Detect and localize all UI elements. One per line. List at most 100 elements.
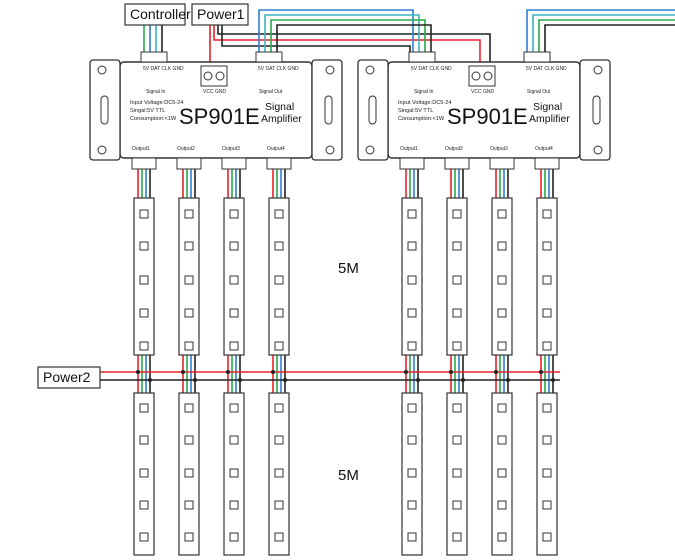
led-chip (542, 435, 552, 445)
spec-signal: Singal:5V TTL (130, 108, 165, 114)
signal-out-connector (523, 51, 551, 63)
signal-in-connector (408, 51, 436, 63)
signal-out-wire (526, 9, 675, 52)
led-chip (497, 468, 507, 478)
junction-dot (449, 370, 453, 374)
led-chip (184, 275, 194, 285)
led-chip (274, 532, 284, 542)
led-chip (542, 500, 552, 510)
led-chip (407, 308, 417, 318)
amplifier-2: VCC GND 5V DAT CLK GND Signal In 5V DAT … (357, 51, 611, 170)
led-chip (542, 403, 552, 413)
led-chip (184, 468, 194, 478)
led-strips (133, 197, 558, 556)
led-strip-segment (536, 392, 558, 556)
led-chip (497, 209, 507, 219)
led-chip (497, 275, 507, 285)
led-chip (139, 435, 149, 445)
amplifier-title-1: Signal (265, 101, 294, 113)
led-chip (139, 403, 149, 413)
mount-slot (592, 95, 601, 125)
led-chip (497, 308, 507, 318)
led-chip (139, 241, 149, 251)
led-chip (452, 308, 462, 318)
model-name: SP901E (447, 104, 528, 129)
led-chip (407, 468, 417, 478)
led-chip (139, 341, 149, 351)
power1-black-wire (221, 25, 411, 52)
led-chip (139, 500, 149, 510)
led-chip (497, 435, 507, 445)
junction-dot (148, 378, 152, 382)
junction-dot (416, 378, 420, 382)
led-strip-segment (446, 392, 468, 556)
mount-ear-right (579, 59, 611, 161)
junction-dot (271, 370, 275, 374)
led-chip (274, 241, 284, 251)
output2-label: Output2 (177, 146, 195, 152)
led-chip (229, 341, 239, 351)
power1-red-wire (213, 25, 481, 66)
led-chip (542, 241, 552, 251)
terminal-screw (203, 71, 213, 81)
mount-slot (324, 95, 333, 125)
led-strip-segment (223, 392, 245, 556)
junction-dot (193, 378, 197, 382)
output1-label: Output1 (132, 146, 150, 152)
junction-dot (539, 370, 543, 374)
output-connectors (399, 157, 560, 170)
mount-hole (97, 65, 107, 75)
led-chip (407, 532, 417, 542)
junction-dot (136, 370, 140, 374)
amplifier-title-2: Amplifier (261, 113, 302, 125)
led-chip (274, 468, 284, 478)
junction-dot (551, 378, 555, 382)
led-chip (274, 500, 284, 510)
led-chip (274, 341, 284, 351)
signal-in-label: Signal In (414, 89, 434, 95)
led-chip (274, 435, 284, 445)
led-chip (184, 241, 194, 251)
mount-slot (100, 95, 109, 125)
mount-slot (368, 95, 377, 125)
led-chip (542, 275, 552, 285)
power-terminal (200, 65, 228, 87)
strip-length-bottom: 5M (338, 467, 359, 484)
signal-out-pins: 5V DAT CLK GND (526, 66, 567, 72)
signal-out-pins: 5V DAT CLK GND (258, 66, 299, 72)
junction-dot (506, 378, 510, 382)
led-chip (452, 500, 462, 510)
strip-length-top: 5M (338, 260, 359, 277)
spec-voltage: Input Voltage:DC5-24 (130, 100, 184, 106)
led-chip (274, 275, 284, 285)
junction-dot (461, 378, 465, 382)
led-strip-segment (268, 392, 290, 556)
signal-in-pins: 5V DAT CLK GND (143, 66, 184, 72)
led-chip (542, 341, 552, 351)
spec-signal: Singal:5V TTL (398, 108, 433, 114)
led-chip (542, 532, 552, 542)
power-terminal-label: VCC GND (203, 89, 226, 95)
mount-ear-left (89, 59, 121, 161)
power-terminal-label: VCC GND (471, 89, 494, 95)
led-chip (139, 209, 149, 219)
led-strip-segment (133, 392, 155, 556)
led-chip (229, 403, 239, 413)
spec-consumption: Consumption:<1W (130, 116, 177, 122)
power1-label: Power1 (197, 6, 245, 22)
led-strip-segment (178, 392, 200, 556)
power2-label: Power2 (43, 369, 91, 385)
mount-hole (365, 65, 375, 75)
led-chip (229, 308, 239, 318)
junction-dot (404, 370, 408, 374)
led-chip (229, 468, 239, 478)
output3-label: Output3 (490, 146, 508, 152)
led-strip-segment (491, 392, 513, 556)
wires (100, 9, 675, 393)
junction-dot (283, 378, 287, 382)
led-chip (184, 532, 194, 542)
power-terminal (468, 65, 496, 87)
output3-label: Output3 (222, 146, 240, 152)
led-chip (184, 209, 194, 219)
